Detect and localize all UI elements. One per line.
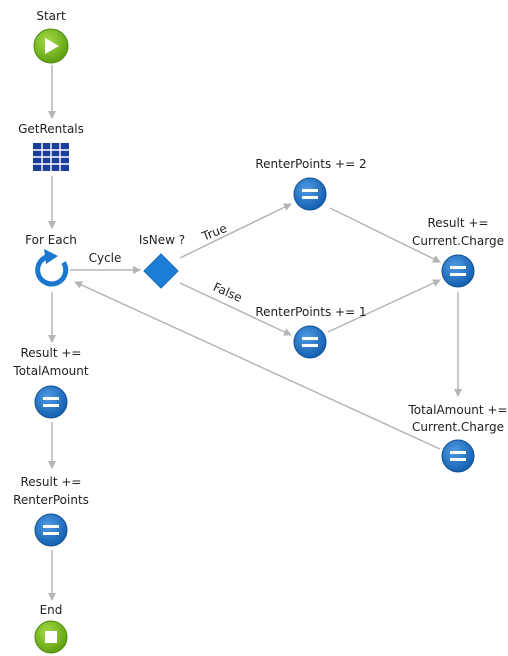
edge-label-true: True	[199, 221, 229, 244]
rp2-label: RenterPoints += 2	[255, 157, 366, 171]
start-node[interactable]	[33, 28, 69, 64]
equals-icon	[450, 266, 466, 276]
edge-label-false: False	[211, 280, 244, 305]
result-totalamount-label-1: Result +=	[20, 346, 81, 360]
result-renterpoints-label-1: Result +=	[20, 475, 81, 489]
rp1-node[interactable]	[293, 325, 327, 359]
isnew-node[interactable]	[143, 253, 179, 289]
totalamount-label-2: Current.Charge	[412, 420, 504, 434]
table-grid-icon	[33, 143, 69, 171]
edge-true[interactable]	[179, 203, 292, 259]
totalamount-node[interactable]	[441, 439, 475, 473]
result-renterpoints-node[interactable]	[34, 513, 68, 547]
diamond-icon	[143, 253, 179, 289]
equals-icon	[43, 397, 59, 407]
edge-rp1-result[interactable]	[327, 279, 441, 333]
foreach-label: For Each	[25, 233, 77, 247]
result-charge-node[interactable]	[441, 254, 475, 288]
rp1-label: RenterPoints += 1	[255, 305, 366, 319]
totalamount-label-1: TotalAmount +=	[407, 403, 507, 417]
stop-icon	[45, 631, 57, 643]
start-label: Start	[36, 9, 66, 23]
edge-loopback[interactable]	[74, 281, 441, 450]
edge-label-cycle: Cycle	[89, 251, 122, 265]
play-icon	[45, 38, 59, 54]
result-totalamount-node[interactable]	[34, 385, 68, 419]
result-renterpoints-label-2: RenterPoints	[13, 493, 89, 507]
equals-icon	[43, 525, 59, 535]
result-charge-label-2: Current.Charge	[412, 234, 504, 248]
result-renterpoints-circle	[34, 513, 68, 547]
rp1-circle	[293, 325, 327, 359]
edge-false[interactable]	[179, 282, 292, 336]
foreach-node[interactable]	[33, 249, 69, 288]
rp2-node[interactable]	[293, 177, 327, 211]
rp2-circle	[293, 177, 327, 211]
result-charge-label-1: Result +=	[427, 216, 488, 230]
equals-icon	[302, 189, 318, 199]
totalamount-circle	[441, 439, 475, 473]
getrentals-label: GetRentals	[18, 122, 84, 136]
isnew-label: IsNew ?	[139, 233, 185, 247]
equals-icon	[302, 337, 318, 347]
end-node[interactable]	[34, 620, 68, 654]
getrentals-node[interactable]	[33, 143, 69, 171]
end-label: End	[40, 603, 63, 617]
result-totalamount-label-2: TotalAmount	[12, 364, 88, 378]
edges	[48, 65, 462, 601]
loop-icon	[35, 249, 69, 287]
edge-rp2-result[interactable]	[329, 207, 441, 263]
equals-icon	[450, 451, 466, 461]
result-charge-circle	[441, 254, 475, 288]
result-totalamount-circle	[34, 385, 68, 419]
